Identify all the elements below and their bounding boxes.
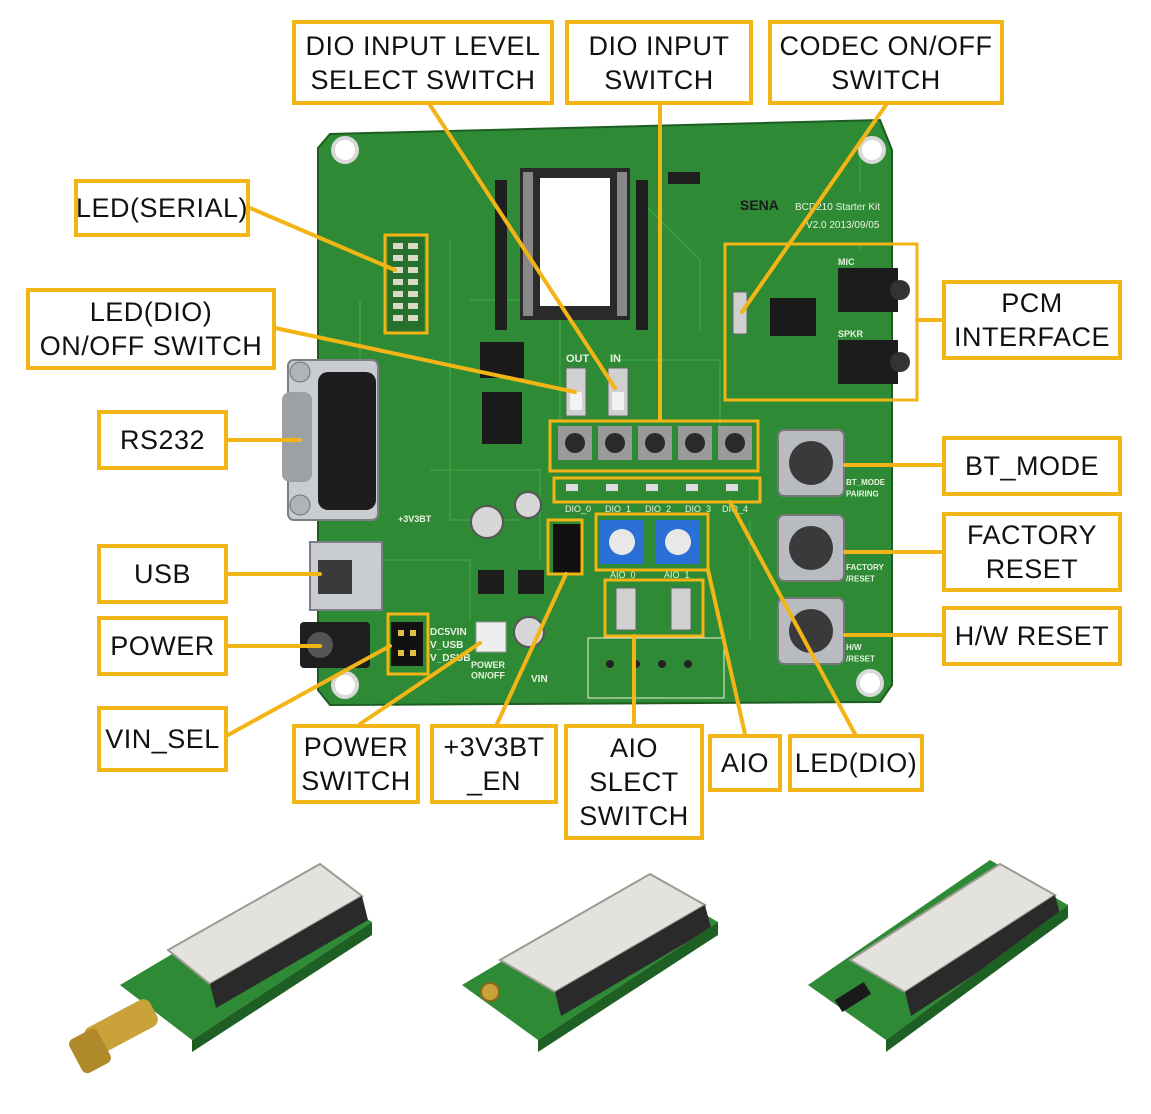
callout-power-switch-text: POWER SWITCH — [301, 732, 411, 796]
callout-factory-reset-text: FACTORY RESET — [966, 520, 1098, 584]
module-with-sma-antenna — [69, 862, 372, 1074]
callout-pcm-interface: PCM INTERFACE — [942, 280, 1122, 360]
callout-vin-sel-text: VIN_SEL — [105, 724, 220, 754]
module-socket — [520, 168, 630, 320]
callout-aio-select-switch: AIO SLECT SWITCH — [564, 724, 704, 840]
callout-power-switch: POWER SWITCH — [292, 724, 420, 804]
callout-power-text: POWER — [110, 631, 215, 661]
callout-hw-reset-text: H/W RESET — [954, 621, 1110, 651]
callout-aio: AIO — [708, 734, 782, 792]
callout-vin-sel: VIN_SEL — [97, 706, 228, 772]
starter-kit-board: SENA BCD210 Starter Kit V2.0 2013/09/05 — [282, 118, 910, 707]
callout-led-dio-switch-text: LED(DIO) ON/OFF SWITCH — [39, 297, 263, 361]
silk-v-usb: V_USB — [430, 640, 463, 651]
silk-spkr: SPKR — [838, 329, 864, 339]
callout-led-serial-text: LED(SERIAL) — [75, 193, 249, 223]
callout-led-dio-text: LED(DIO) — [794, 748, 918, 778]
callout-led-serial: LED(SERIAL) — [74, 179, 250, 237]
silk-v-dsub: V_DSUB — [430, 653, 471, 664]
callout-led-dio: LED(DIO) — [788, 734, 924, 792]
silk-vin: VIN — [531, 674, 548, 685]
callout-dio-input-level-select-switch: DIO INPUT LEVEL SELECT SWITCH — [292, 20, 554, 105]
aio-slide-switches — [615, 587, 692, 631]
silk-factory: FACTORY/RESET — [846, 563, 884, 584]
silk-aio-1: AIO_1 — [664, 570, 690, 580]
silk-dc5vin: DC5VIN — [430, 627, 467, 638]
callout-led-dio-switch: LED(DIO) ON/OFF SWITCH — [26, 288, 276, 370]
dio-slide-switches — [565, 367, 629, 417]
silk-in: IN — [610, 353, 621, 365]
callout-bt-mode: BT_MODE — [942, 436, 1122, 496]
module-with-ufl — [462, 872, 718, 1052]
silk-3v3bt: +3V3BT — [398, 514, 432, 524]
kit-name-text: BCD210 Starter Kit — [795, 202, 880, 213]
silk-dio-3: DIO_3 — [685, 504, 711, 514]
callout-power: POWER — [97, 616, 228, 676]
silk-hw-reset: H/W/RESET — [846, 643, 875, 664]
silk-aio-0: AIO_0 — [610, 570, 636, 580]
callout-bt-mode-text: BT_MODE — [964, 451, 1100, 481]
callout-dio-input-switch-text: DIO INPUT SWITCH — [588, 30, 730, 95]
version-text: V2.0 2013/09/05 — [806, 220, 880, 231]
rs232-connector — [282, 359, 379, 521]
dio-tactile-buttons — [558, 426, 752, 460]
module-chip-antenna — [808, 860, 1068, 1052]
callout-3v3bt-en-text: +3V3BT _EN — [443, 732, 545, 796]
callout-dio-input-switch: DIO INPUT SWITCH — [565, 20, 753, 105]
callout-hw-reset: H/W RESET — [942, 606, 1122, 666]
callout-aio-text: AIO — [720, 748, 769, 778]
silk-dio-1: DIO_1 — [605, 504, 631, 514]
ic-chips — [480, 298, 816, 444]
callout-codec-switch-text: CODEC ON/OFF SWITCH — [779, 30, 993, 95]
large-push-buttons — [777, 429, 845, 665]
callout-rs232-text: RS232 — [119, 425, 206, 455]
led-serial-array — [388, 237, 424, 332]
callout-pcm-text: PCM INTERFACE — [953, 288, 1111, 352]
callout-usb-text: USB — [133, 559, 192, 589]
callout-aio-select-text: AIO SLECT SWITCH — [579, 733, 689, 831]
callout-dio-input-level-text: DIO INPUT LEVEL SELECT SWITCH — [305, 30, 541, 95]
silk-mic: MIC — [838, 257, 855, 267]
callout-usb: USB — [97, 544, 228, 604]
brand-text: SENA — [740, 197, 779, 213]
callout-factory-reset: FACTORY RESET — [942, 512, 1122, 592]
audio-jacks — [838, 268, 910, 384]
callout-3v3bt-en: +3V3BT _EN — [430, 724, 558, 804]
silk-out: OUT — [566, 353, 590, 365]
usb-connector — [309, 541, 383, 611]
leader-lines — [226, 103, 944, 737]
callout-rs232: RS232 — [97, 410, 228, 470]
sma-connector — [69, 999, 158, 1074]
mounting-holes — [331, 136, 886, 699]
silk-dio-0: DIO_0 — [565, 504, 591, 514]
aio-potentiometers — [600, 520, 700, 564]
callout-codec-switch: CODEC ON/OFF SWITCH — [768, 20, 1004, 105]
silk-dio-2: DIO_2 — [645, 504, 671, 514]
